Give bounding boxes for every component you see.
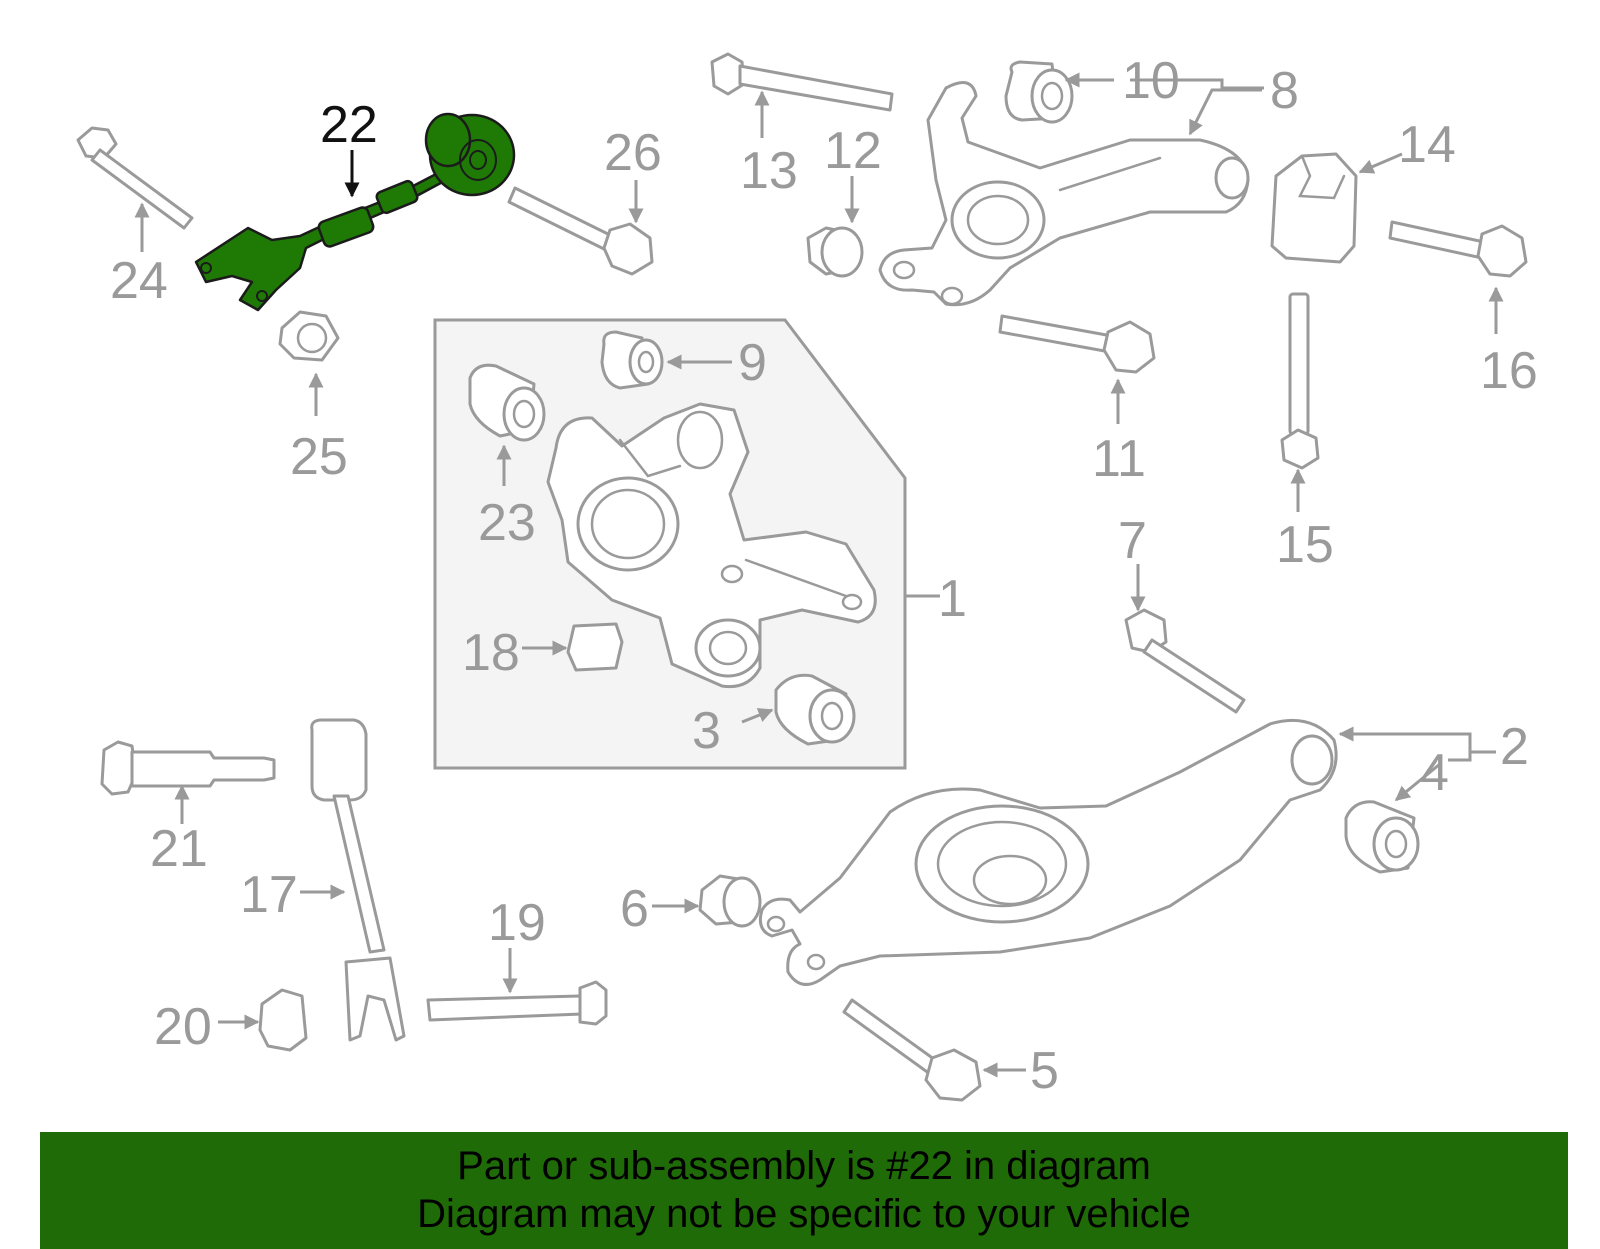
part-9-bushing[interactable] — [600, 330, 664, 390]
part-1-knuckle[interactable] — [546, 402, 877, 689]
callout-17[interactable]: 17 — [240, 866, 298, 924]
parts-diagram: 22 24 25 26 13 12 10 8 14 16 15 11 9 23 … — [76, 52, 1538, 1102]
part-18-spacer[interactable] — [566, 622, 624, 672]
part-21-bolt[interactable] — [100, 740, 276, 796]
callout-9[interactable]: 9 — [738, 334, 767, 392]
callout-7[interactable]: 7 — [1118, 512, 1147, 570]
part-8-upper-arm[interactable] — [878, 81, 1250, 307]
callout-2[interactable]: 2 — [1500, 718, 1529, 776]
leader-lines — [134, 72, 1504, 1078]
footer-line-1: Part or sub-assembly is #22 in diagram — [457, 1144, 1151, 1188]
callout-6[interactable]: 6 — [620, 880, 649, 938]
callout-23[interactable]: 23 — [478, 494, 536, 552]
part-4-bushing[interactable] — [1344, 800, 1420, 874]
part-24-bolt[interactable] — [76, 126, 194, 230]
callout-3[interactable]: 3 — [692, 702, 721, 760]
callout-numbers: 22 24 25 26 13 12 10 8 14 16 15 11 9 23 … — [110, 52, 1538, 1100]
part-14-bracket[interactable] — [1270, 152, 1358, 264]
part-17-link[interactable] — [310, 718, 406, 1042]
part-26-bolt[interactable] — [507, 186, 654, 276]
part-6-nut[interactable] — [698, 874, 762, 928]
part-19-bolt[interactable] — [426, 980, 608, 1026]
callout-5[interactable]: 5 — [1030, 1042, 1059, 1100]
part-20-nut[interactable] — [258, 988, 308, 1052]
part-15-stud[interactable] — [1280, 292, 1320, 470]
part-11-bolt[interactable] — [998, 314, 1156, 374]
callout-14[interactable]: 14 — [1398, 116, 1456, 174]
part-12-nut[interactable] — [806, 226, 864, 278]
part-7-bolt[interactable] — [1124, 608, 1246, 714]
footer-line-2: Diagram may not be specific to your vehi… — [417, 1192, 1191, 1236]
part-10-bushing[interactable] — [1004, 60, 1074, 124]
callout-18[interactable]: 18 — [462, 624, 520, 682]
footer-banner: Part or sub-assembly is #22 in diagram D… — [40, 1132, 1568, 1249]
part-23-bushing[interactable] — [468, 363, 546, 442]
callout-4[interactable]: 4 — [1420, 744, 1449, 802]
part-16-bolt[interactable] — [1388, 220, 1528, 278]
part-5-bolt[interactable] — [842, 998, 982, 1102]
callout-10[interactable]: 10 — [1122, 52, 1180, 110]
callout-26[interactable]: 26 — [604, 124, 662, 182]
callout-24[interactable]: 24 — [110, 252, 168, 310]
callout-13[interactable]: 13 — [740, 142, 798, 200]
callout-8[interactable]: 8 — [1270, 62, 1299, 120]
callout-19[interactable]: 19 — [488, 894, 546, 952]
callout-25[interactable]: 25 — [290, 428, 348, 486]
callout-20[interactable]: 20 — [154, 998, 212, 1056]
part-3-bushing[interactable] — [774, 673, 856, 746]
part-22-adjustable-arm[interactable] — [194, 112, 516, 312]
callout-15[interactable]: 15 — [1276, 516, 1334, 574]
callout-1[interactable]: 1 — [938, 570, 967, 628]
callout-12[interactable]: 12 — [824, 122, 882, 180]
callout-21[interactable]: 21 — [150, 820, 208, 878]
callout-16[interactable]: 16 — [1480, 342, 1538, 400]
callout-22[interactable]: 22 — [320, 96, 378, 154]
part-25-nut[interactable] — [278, 310, 340, 362]
part-2-lower-arm[interactable] — [758, 718, 1338, 986]
part-13-bolt[interactable] — [710, 52, 894, 112]
callout-11[interactable]: 11 — [1092, 430, 1146, 488]
